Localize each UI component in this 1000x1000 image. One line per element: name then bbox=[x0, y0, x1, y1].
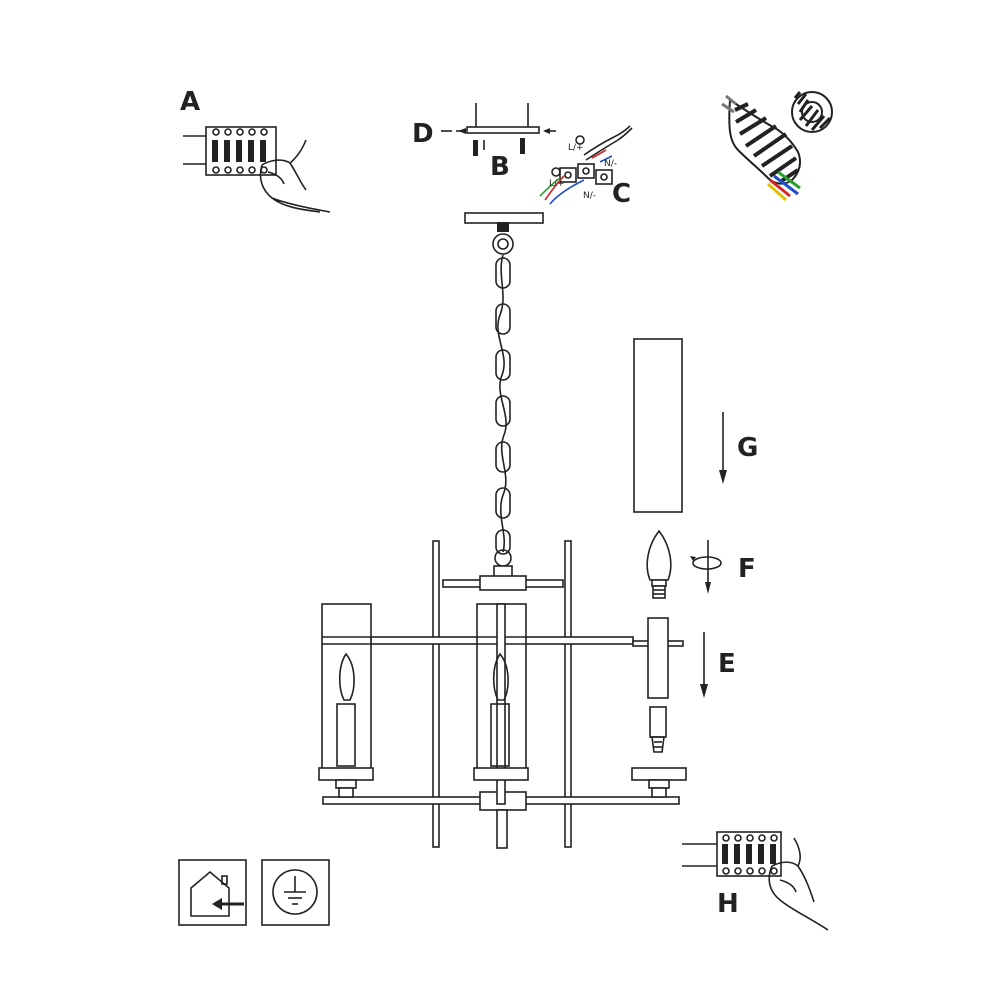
earth-ground-icon bbox=[261, 859, 330, 926]
candle-bulb-detached bbox=[646, 529, 672, 581]
left-glass-shade bbox=[321, 603, 372, 773]
label-a: A bbox=[180, 87, 200, 117]
label-c: C bbox=[612, 179, 631, 209]
mounting-bracket-step-db: D B bbox=[412, 103, 556, 182]
wire-label-live-top: L/+ bbox=[568, 143, 584, 153]
center-bulb bbox=[492, 652, 509, 701]
right-candle-exploded bbox=[631, 617, 687, 798]
right-vertical-post bbox=[564, 540, 572, 848]
label-f: F bbox=[738, 554, 756, 584]
wire-label-neutral-top: N/- bbox=[604, 159, 617, 169]
left-candle-sleeve bbox=[336, 703, 356, 767]
sleeve-step-e: E bbox=[700, 632, 736, 698]
left-bulb bbox=[338, 652, 355, 701]
bottom-finial bbox=[496, 809, 508, 849]
mounting-screws bbox=[473, 138, 525, 156]
right-bulb-socket bbox=[649, 706, 667, 738]
insulation-tape-illustration bbox=[721, 91, 833, 202]
earth-symbol-top bbox=[575, 135, 585, 145]
label-b: B bbox=[490, 152, 510, 182]
wire-label-neutral-bottom: N/- bbox=[583, 191, 596, 201]
top-hub bbox=[479, 575, 527, 591]
terminal-screws bbox=[212, 128, 268, 174]
center-candle-with-shade bbox=[473, 603, 529, 805]
terminal-clamps bbox=[212, 140, 266, 162]
house-indoor-icon bbox=[178, 859, 247, 926]
label-e: E bbox=[718, 649, 736, 679]
hand-drawing bbox=[259, 139, 331, 213]
wire-label-live-bottom: L/+ bbox=[549, 179, 565, 189]
chain bbox=[493, 254, 513, 579]
left-candle-with-shade bbox=[318, 603, 374, 798]
connector-block bbox=[559, 163, 613, 185]
terminal-block-step-a: A bbox=[180, 87, 331, 213]
terminal-block-step-h: H bbox=[682, 831, 829, 931]
label-h: H bbox=[717, 889, 739, 919]
left-vertical-post bbox=[432, 540, 440, 848]
center-candle-sleeve bbox=[490, 703, 510, 767]
shade-step-g: G bbox=[633, 338, 758, 513]
ceiling-canopy bbox=[464, 212, 544, 255]
wire-connector-step-c: L/+ N/- L/+ N/- C bbox=[539, 125, 633, 209]
label-g: G bbox=[737, 433, 758, 463]
right-candle-sleeve bbox=[647, 617, 669, 699]
rotate-icon bbox=[690, 540, 722, 594]
earth-symbol-bottom bbox=[551, 167, 561, 177]
label-d: D bbox=[412, 119, 434, 149]
bulb-step-f: F bbox=[646, 529, 756, 599]
glass-shade-detached bbox=[633, 338, 683, 513]
